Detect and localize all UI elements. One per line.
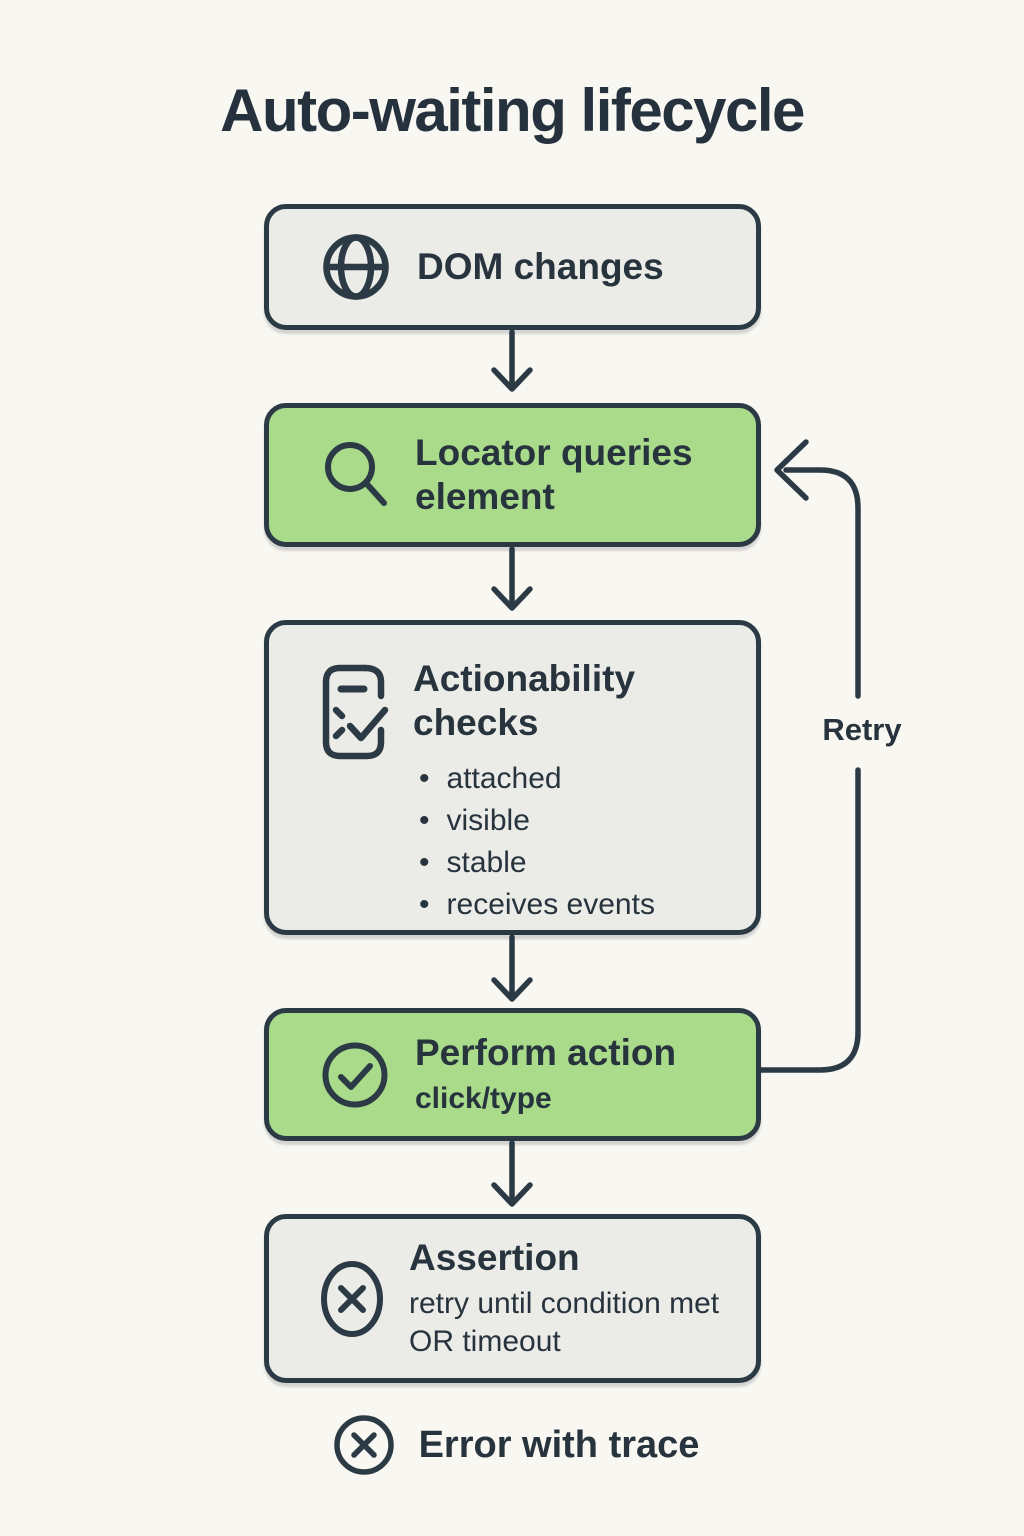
- arrow-down-2: [491, 546, 533, 611]
- checklist-icon: [319, 663, 389, 761]
- node-content: Actionability checks attached visible st…: [413, 657, 723, 926]
- flow-node-locator-queries: Locator queries element: [264, 403, 761, 547]
- node-sublabel: retry until condition met OR timeout: [409, 1286, 720, 1358]
- flow-node-actionability-checks: Actionability checks attached visible st…: [264, 620, 761, 935]
- search-icon: [319, 437, 391, 513]
- node-content: Assertion retry until condition met OR t…: [409, 1236, 732, 1361]
- retry-label: Retry: [822, 712, 902, 747]
- arrow-down-1: [491, 329, 533, 392]
- bullet-item: attached: [413, 758, 723, 800]
- node-label: Assertion: [409, 1237, 580, 1279]
- check-circle-icon: [319, 1039, 391, 1111]
- bullet-item: receives events: [413, 884, 723, 926]
- node-sublabel: click/type: [415, 1081, 552, 1115]
- x-circle-icon: [319, 1258, 385, 1340]
- flow-node-assertion: Assertion retry until condition met OR t…: [264, 1214, 761, 1383]
- flow-node-dom-changes: DOM changes: [264, 204, 761, 330]
- flow-node-perform-action: Perform action click/type: [264, 1008, 761, 1141]
- node-label: Perform action: [415, 1032, 677, 1074]
- terminal-label: Error with trace: [418, 1423, 700, 1466]
- bullet-item: visible: [413, 800, 723, 842]
- terminal-error-row: Error with trace: [4, 1414, 1024, 1476]
- node-content: Perform action click/type: [415, 1031, 676, 1117]
- globe-icon: [319, 230, 393, 304]
- arrow-down-4: [491, 1140, 533, 1207]
- x-circle-icon: [333, 1414, 395, 1476]
- node-label: Locator queries element: [415, 431, 693, 517]
- actionability-bullet-list: attached visible stable receives events: [413, 758, 723, 926]
- page-title: Auto-waiting lifecycle: [220, 77, 805, 144]
- node-label: DOM changes: [417, 245, 664, 287]
- bullet-item: stable: [413, 842, 723, 884]
- retry-arrow: [755, 439, 861, 1073]
- arrow-down-3: [491, 934, 533, 1002]
- node-label: Actionability checks: [413, 658, 636, 744]
